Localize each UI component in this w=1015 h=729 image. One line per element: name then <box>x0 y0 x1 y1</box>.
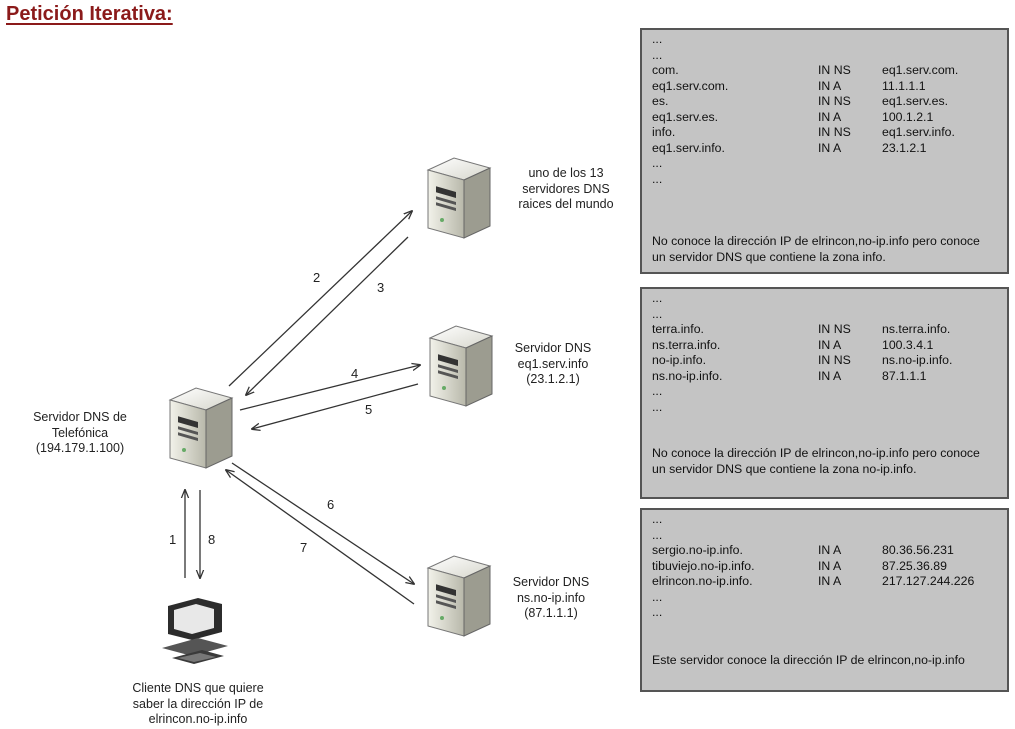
page-title: Petición Iterativa: <box>6 3 173 25</box>
ellipsis-line: ... <box>652 512 663 526</box>
ellipsis-line: ... <box>652 605 663 619</box>
arrow-label-4: 4 <box>351 366 359 381</box>
ellipsis-line: ... <box>652 32 663 46</box>
arrow-label-8: 8 <box>208 532 216 547</box>
arrow-label-2: 2 <box>313 270 321 285</box>
arrow-label-1: 1 <box>169 532 177 547</box>
panel-note: No conoce la dirección IP de elrincon,no… <box>652 234 980 264</box>
arrow-label-5: 5 <box>365 402 373 417</box>
telefonica-server-icon <box>169 387 233 469</box>
telefonica-server-label: Servidor DNS de Telefónica (194.179.1.10… <box>33 410 127 455</box>
ellipsis-line: ... <box>652 171 663 186</box>
ellipsis-line: ... <box>652 589 663 604</box>
info-server-icon <box>429 325 493 407</box>
root-server-label: uno de los 13 servidores DNS raices del … <box>518 166 614 211</box>
arrow-6 <box>231 462 414 584</box>
panel-note: Este servidor conoce la dirección IP de … <box>652 653 965 667</box>
ellipsis-line: ... <box>652 306 663 321</box>
arrow-label-7: 7 <box>300 540 308 555</box>
ellipsis-line: ... <box>652 527 663 542</box>
noip-server-icon <box>427 555 491 637</box>
ellipsis-line: ... <box>652 399 663 414</box>
arrow-2 <box>228 211 412 387</box>
arrow-5 <box>252 383 419 429</box>
ellipsis-line: ... <box>652 156 663 170</box>
panel-note: No conoce la dirección IP de elrincon,no… <box>652 446 980 476</box>
arrow-7 <box>226 470 415 605</box>
arrow-label-6: 6 <box>327 497 335 512</box>
noip-server-label: Servidor DNS ns.no-ip.info (87.1.1.1) <box>512 575 590 620</box>
info-server-label: Servidor DNS eq1.serv.info (23.1.2.1) <box>514 341 592 386</box>
root-server-icon <box>427 157 491 239</box>
ellipsis-line: ... <box>652 384 663 398</box>
arrow-3 <box>246 236 409 395</box>
arrow-4 <box>239 365 420 411</box>
ellipsis-line: ... <box>652 47 663 62</box>
arrow-label-3: 3 <box>377 280 385 295</box>
client-label: Cliente DNS que quiere saber la direcció… <box>132 681 264 726</box>
ellipsis-line: ... <box>652 291 663 305</box>
client-computer-icon <box>162 598 228 664</box>
